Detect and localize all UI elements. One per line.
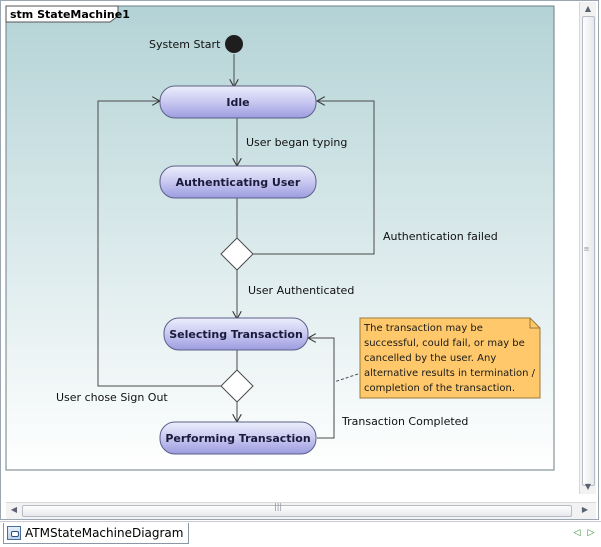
- note-line: successful, could fail, or may be: [364, 338, 525, 349]
- note-line: completion of the transaction.: [364, 383, 515, 394]
- label-transaction-completed: Transaction Completed: [341, 415, 468, 428]
- note-line: cancelled by the user. Any: [364, 353, 496, 364]
- label-user-began-typing: User began typing: [246, 136, 347, 149]
- state-performing-transaction[interactable]: Performing Transaction: [159, 421, 317, 455]
- vertical-grip-icon: ≡: [583, 245, 590, 253]
- vertical-scrollbar[interactable]: ▲ ≡ ▼: [579, 2, 596, 494]
- tab-atm-state-machine-diagram[interactable]: ATMStateMachineDiagram: [3, 523, 189, 544]
- state-authenticating-user-label: Authenticating User: [176, 176, 301, 189]
- scroll-left-arrow-icon[interactable]: ◀: [10, 505, 18, 514]
- horizontal-scroll-thumb[interactable]: [22, 505, 572, 517]
- horizontal-scrollbar[interactable]: ◀ ||| ▶: [6, 502, 596, 519]
- scroll-up-arrow-icon[interactable]: ▲: [584, 4, 592, 13]
- state-selecting-transaction[interactable]: Selecting Transaction: [163, 317, 309, 351]
- transition-sign-out: [97, 101, 221, 387]
- initial-state-node[interactable]: [225, 35, 243, 53]
- label-user-chose-sign-out: User chose Sign Out: [56, 391, 168, 404]
- scroll-right-arrow-icon[interactable]: ▶: [581, 505, 589, 514]
- state-diagram-icon: [7, 526, 21, 540]
- note-comment[interactable]: The transaction may be successful, could…: [359, 317, 541, 399]
- decision-transaction[interactable]: [220, 369, 254, 403]
- diagram-tab-bar: ATMStateMachineDiagram ◁ ▷: [0, 521, 601, 547]
- horizontal-grip-icon: |||: [274, 502, 283, 511]
- tab-next-arrow-icon[interactable]: ▷: [587, 528, 595, 538]
- scroll-down-arrow-icon[interactable]: ▼: [584, 482, 592, 491]
- frame-tab-shape: [5, 5, 119, 23]
- vertical-scroll-thumb[interactable]: [582, 16, 595, 486]
- frame-tab-label: stm StateMachine1: [10, 8, 130, 21]
- note-anchor-line: [333, 373, 359, 383]
- state-idle[interactable]: Idle: [159, 85, 317, 119]
- state-selecting-transaction-label: Selecting Transaction: [169, 328, 303, 341]
- tab-prev-arrow-icon[interactable]: ◁: [573, 528, 581, 538]
- transition-auth-failed: [253, 101, 375, 255]
- label-user-authenticated: User Authenticated: [248, 284, 354, 297]
- label-system-start: System Start: [149, 38, 221, 51]
- note-line: The transaction may be: [363, 323, 483, 334]
- note-line: alternative results in termination /: [364, 368, 536, 379]
- tab-label: ATMStateMachineDiagram: [25, 526, 184, 540]
- transition-transaction-completed: [308, 338, 335, 439]
- label-authentication-failed: Authentication failed: [383, 230, 498, 243]
- state-performing-transaction-label: Performing Transaction: [165, 432, 310, 445]
- decision-authentication[interactable]: [220, 237, 254, 271]
- state-authenticating-user[interactable]: Authenticating User: [159, 165, 317, 199]
- state-idle-label: Idle: [226, 96, 249, 109]
